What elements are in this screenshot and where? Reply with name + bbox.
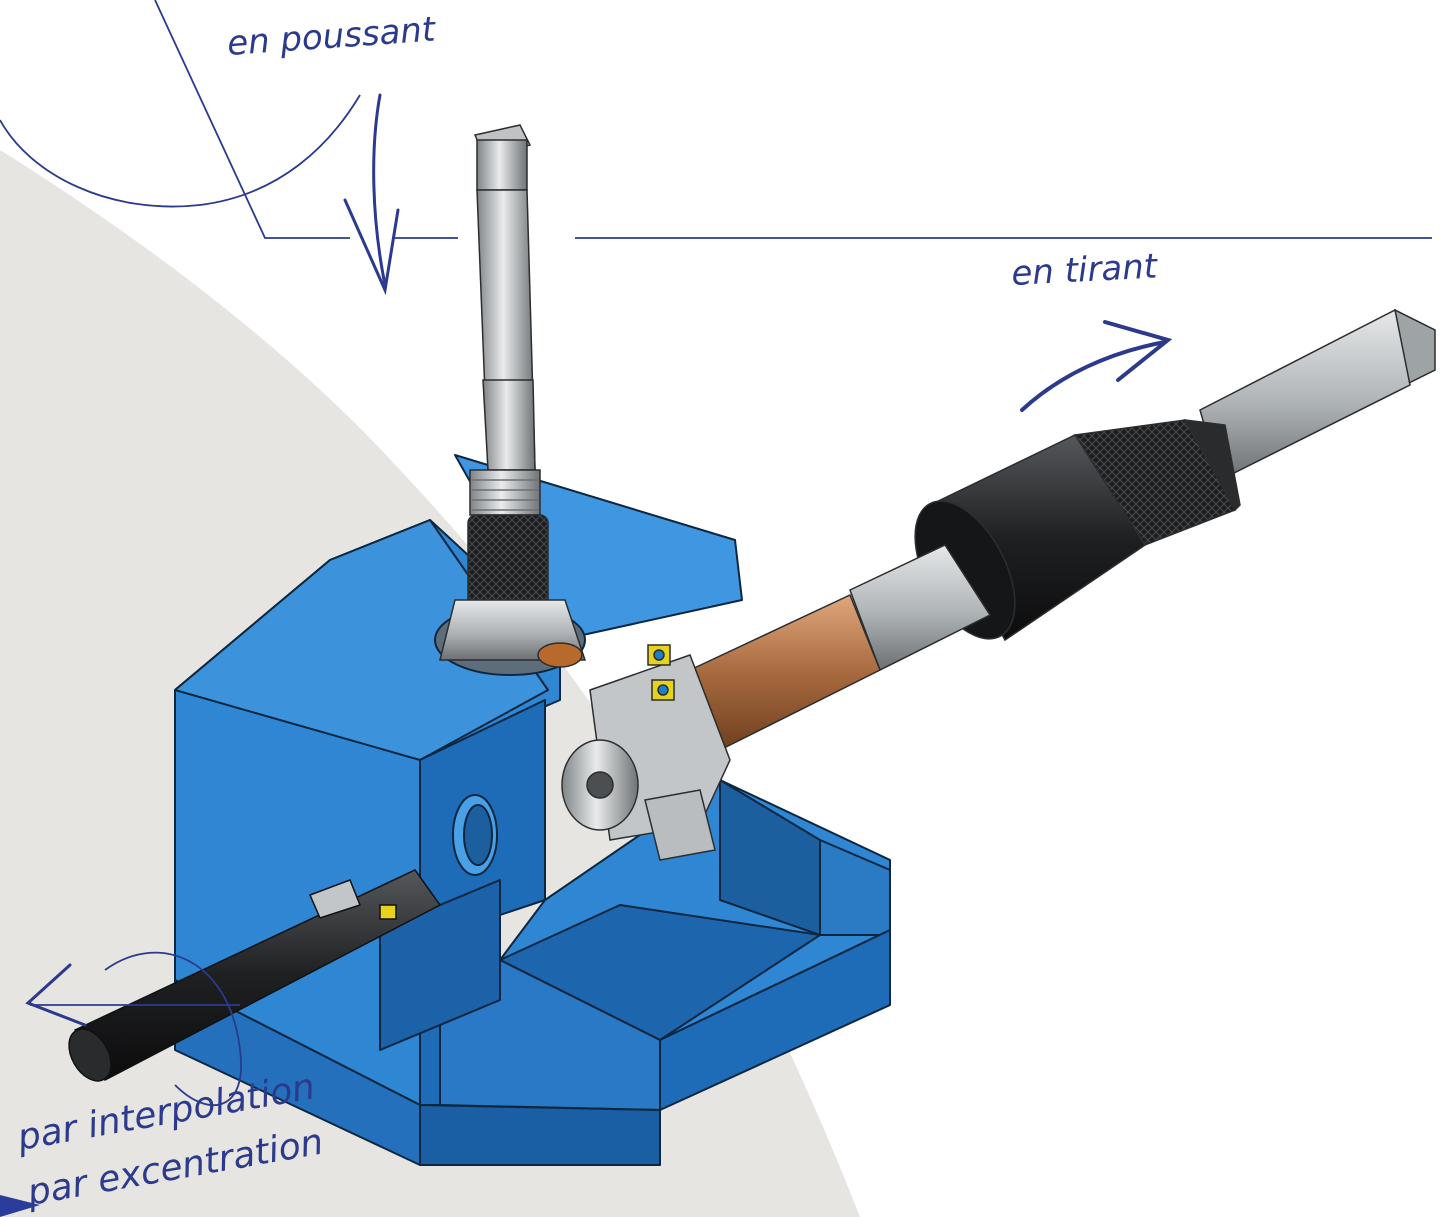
vertical-boring-tool — [439, 124, 587, 668]
arrow-down-icon — [343, 93, 400, 296]
label-push: en poussant — [226, 9, 438, 64]
background-swoosh-accent — [0, 1195, 40, 1217]
small-boring-bar — [68, 869, 442, 1082]
arrow-right-icon — [1020, 320, 1173, 412]
push-leader — [154, 0, 350, 239]
annotation-lines — [0, 0, 1432, 1107]
arrow-left-rotate-icon — [25, 963, 87, 1027]
rotate-loop — [104, 951, 242, 1107]
label-pull: en tirant — [1010, 246, 1159, 294]
push-arc — [0, 94, 361, 208]
horizontal-boring-tool — [561, 308, 1436, 861]
